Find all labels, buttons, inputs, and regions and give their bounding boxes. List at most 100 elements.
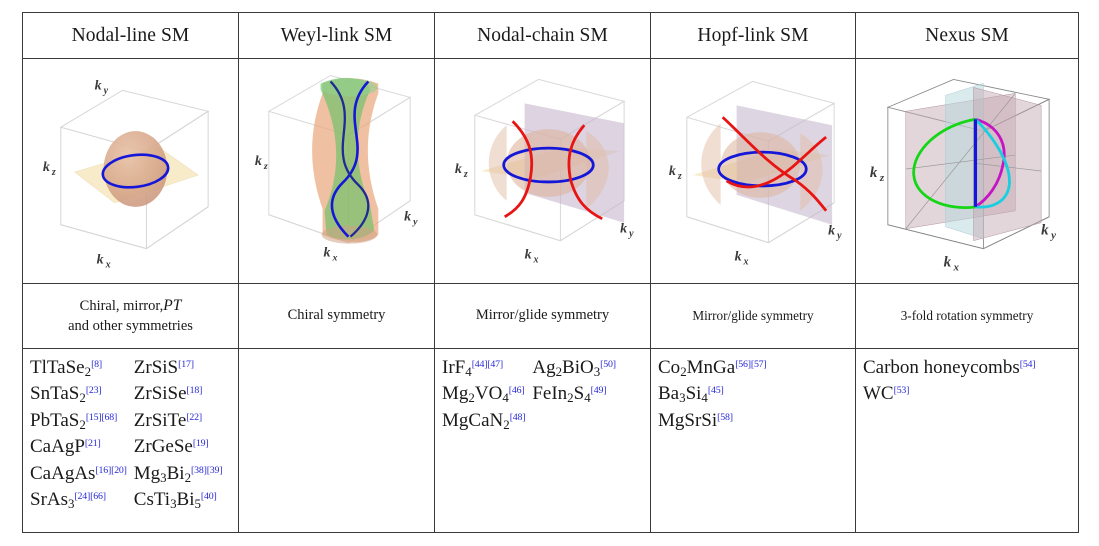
axis-label-ky: k [620, 222, 627, 237]
figure-cell-nodal-chain: k z k y k x [434, 58, 651, 284]
formula-subscript: 3 [160, 469, 167, 485]
material-row: PbTaS2[15][68] ZrSiTe[22] [30, 408, 222, 434]
symmetry-label: Chiral symmetry [287, 307, 386, 324]
citation-ref[interactable]: [8] [91, 358, 102, 370]
material-formula: MgCaN2[48] [442, 410, 526, 432]
material-item: Ag2BiO3[50] [532, 355, 616, 381]
materials-grid: TlTaSe2[8]ZrSiS[17]SnTaS2[23]ZrSiSe[18]P… [30, 355, 223, 514]
material-formula: SrAs3[24][66] [30, 489, 106, 511]
formula-text: Mg [133, 462, 161, 484]
formula-text: Si [685, 383, 702, 405]
formula-subscript: 2 [567, 390, 574, 406]
symmetry-cell-hopf-link: Mirror/glide symmetry [650, 283, 856, 349]
material-formula: Co2MnGa[56][57] [658, 357, 767, 379]
citation-ref[interactable]: [16] [95, 464, 112, 476]
citation-ref[interactable]: [56] [735, 358, 751, 370]
materials-list: IrF4[44][47]Ag2BiO3[50]Mg2VO4[46]FeIn2S4… [435, 349, 650, 434]
formula-subscript: 4 [701, 390, 708, 406]
column-header-label: Hopf-link SM [697, 24, 809, 46]
citation-ref[interactable]: [20] [111, 464, 127, 476]
material-formula: ZrGeSe[19] [134, 436, 209, 457]
materials-cell-nodal-chain: IrF4[44][47]Ag2BiO3[50]Mg2VO4[46]FeIn2S4… [434, 348, 651, 533]
table-header-row: Nodal-line SM Weyl-link SM Nodal-chain S… [22, 12, 1079, 59]
material-row: Carbon honeycombs[54] [863, 355, 1078, 381]
formula-subscript: 2 [79, 390, 86, 406]
citation-ref[interactable]: [45] [707, 385, 724, 397]
material-formula: Ag2BiO3[50] [532, 357, 616, 379]
citation-ref[interactable]: [38] [191, 464, 207, 476]
formula-text: BiO [562, 357, 594, 378]
material-item: ZrSiS[17] [134, 355, 223, 381]
citation-ref[interactable]: [46] [508, 385, 525, 397]
materials-list: TlTaSe2[8]ZrSiS[17]SnTaS2[23]ZrSiSe[18]P… [23, 349, 238, 514]
material-formula: ZrSiTe[22] [134, 410, 202, 431]
formula-text: WC [863, 383, 894, 405]
formula-text: Bi [166, 462, 185, 484]
axis-label-ky: k [404, 210, 411, 225]
citation-ref[interactable]: [21] [84, 438, 101, 450]
citation-ref[interactable]: [15] [85, 411, 102, 423]
formula-text: Carbon honeycombs [863, 357, 1020, 378]
citation-ref[interactable]: [39] [206, 464, 223, 476]
material-item: Mg3Bi2[38][39] [134, 461, 223, 487]
symmetry-label: Mirror/glide symmetry [692, 308, 814, 324]
material-formula: CsTi3Bi5[40] [134, 489, 217, 511]
nodal-line-figure: k y k z k x [23, 59, 238, 283]
figure-cell-weyl-link: k z k y k x [238, 58, 435, 284]
svg-text:y: y [412, 217, 418, 228]
citation-ref[interactable]: [19] [192, 438, 209, 450]
citation-ref[interactable]: [57] [750, 358, 767, 370]
citation-ref[interactable]: [44] [471, 358, 488, 370]
symmetry-cell-weyl-link: Chiral symmetry [238, 283, 435, 349]
citation-ref[interactable]: [54] [1019, 358, 1036, 370]
citation-ref[interactable]: [50] [600, 358, 616, 370]
header-cell-nodal-line: Nodal-line SM [22, 12, 239, 59]
material-row: WC[53] [863, 381, 1078, 407]
formula-text: MnGa [686, 357, 736, 378]
material-item: SrAs3[24][66] [30, 487, 134, 513]
citation-ref[interactable]: [66] [90, 491, 106, 503]
citation-ref[interactable]: [23] [85, 385, 102, 397]
material-formula: Carbon honeycombs[54] [863, 357, 1036, 378]
citation-ref[interactable]: [47] [487, 358, 503, 370]
formula-text: SrAs [30, 489, 69, 511]
axis-label-kx: k [735, 250, 742, 265]
axis-label-kz: k [455, 162, 462, 177]
material-formula: FeIn2S4[49] [532, 383, 607, 406]
material-formula: Ba3Si4[45] [658, 383, 724, 406]
svg-text:x: x [533, 255, 539, 266]
citation-ref[interactable]: [49] [590, 385, 607, 397]
material-item: CaAgAs[16][20] [30, 461, 134, 487]
citation-ref[interactable]: [18] [186, 385, 203, 397]
material-formula: WC[53] [863, 383, 909, 404]
nexus-figure: k z k y k x [856, 59, 1078, 283]
material-item: ZrSiSe[18] [134, 381, 223, 407]
citation-ref[interactable]: [22] [186, 411, 202, 423]
material-item: MgCaN2[48] [442, 408, 532, 434]
formula-subscript: 2 [79, 416, 86, 432]
header-cell-hopf-link: Hopf-link SM [650, 12, 856, 59]
citation-ref[interactable]: [53] [893, 385, 910, 397]
citation-ref[interactable]: [17] [178, 358, 194, 370]
symmetry-cell-nodal-chain: Mirror/glide symmetry [434, 283, 651, 349]
citation-ref[interactable]: [48] [509, 411, 526, 423]
svg-text:z: z [677, 171, 682, 182]
materials-cell-nexus: Carbon honeycombs[54] WC[53] [855, 348, 1079, 533]
material-item: ZrGeSe[19] [134, 434, 223, 460]
citation-ref[interactable]: [40] [200, 491, 217, 503]
formula-subscript: 2 [555, 363, 563, 379]
citation-ref[interactable]: [68] [101, 411, 118, 423]
formula-subscript: 3 [679, 390, 686, 406]
material-formula: PbTaS2[15][68] [30, 410, 118, 432]
material-formula: Mg2VO4[46] [442, 383, 525, 405]
citation-ref[interactable]: [58] [717, 411, 733, 423]
formula-subscript: 4 [584, 390, 591, 406]
formula-subscript: 2 [184, 469, 192, 485]
column-header-label: Nexus SM [925, 24, 1009, 46]
material-row: Ba3Si4[45] [658, 381, 855, 407]
formula-text: MgSrSi [658, 409, 718, 431]
axis-label-ky: k [95, 78, 102, 93]
citation-ref[interactable]: [24] [74, 491, 91, 503]
material-row: MgSrSi[58] [658, 408, 855, 434]
